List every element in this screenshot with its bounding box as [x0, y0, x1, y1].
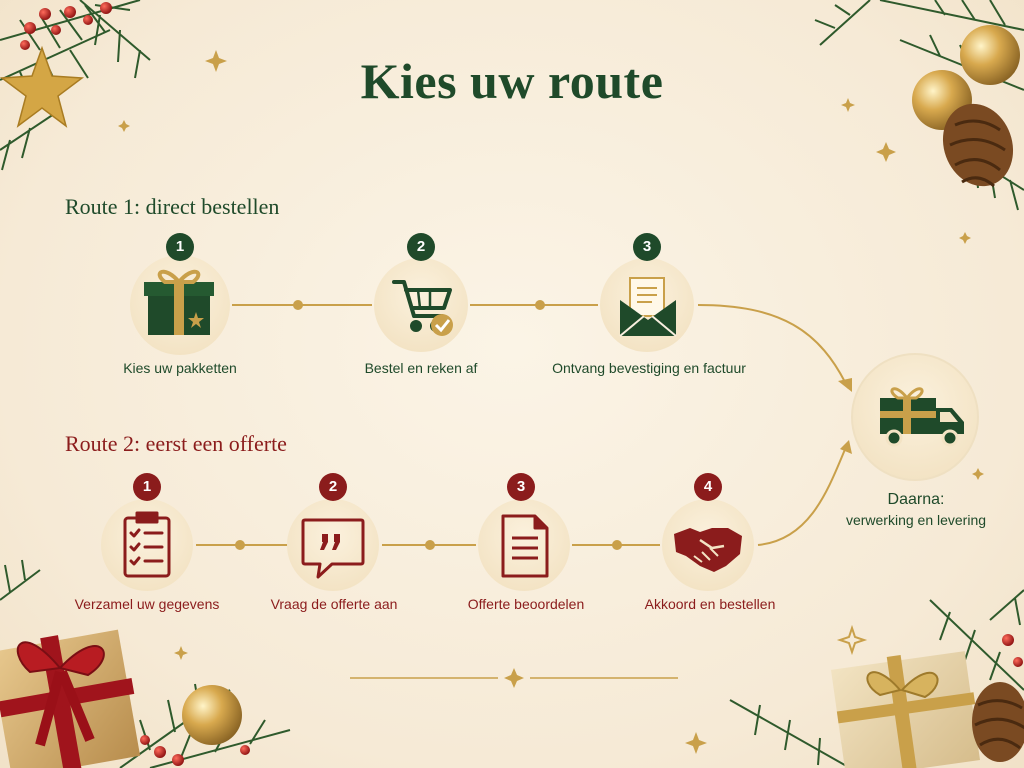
berries-top-left [20, 2, 112, 50]
connector-dot [235, 540, 245, 550]
route1-heading: Route 1: direct bestellen [65, 194, 280, 219]
shopping-cart-check-icon [392, 280, 452, 332]
route2-step2-circle [287, 499, 379, 591]
delivery-truck-gift-icon [880, 387, 964, 447]
speech-bubble-quote-icon [301, 518, 365, 579]
step-label: Kies uw pakketten [123, 360, 237, 376]
step-number-badge: 3 [633, 233, 661, 261]
connector-dot [535, 300, 545, 310]
gift-box-bottom-right [830, 651, 980, 768]
final-step-label: Daarna: verwerking en levering [846, 490, 986, 530]
step-label: Bestel en reken af [364, 360, 478, 376]
pine-branches-bottom-right [729, 589, 1024, 768]
connector-dot [612, 540, 622, 550]
clipboard-checklist-icon [123, 511, 171, 578]
route1-step1-circle [130, 255, 230, 355]
final-step-circle [851, 353, 979, 481]
step-label: Verzamel uw gegevens [74, 596, 220, 612]
step-label: Vraag de offerte aan [270, 596, 398, 612]
pinecone-bottom-right [972, 682, 1024, 762]
step-number-badge: 2 [319, 473, 347, 501]
step-number-badge: 3 [507, 473, 535, 501]
bottom-divider [350, 668, 678, 688]
envelope-document-icon [619, 277, 677, 337]
berries-bottom-left [140, 735, 250, 766]
step-number-badge: 1 [133, 473, 161, 501]
step-number-badge: 2 [407, 233, 435, 261]
route2-to-final-arrow [757, 446, 847, 546]
route2-step4-circle [662, 499, 754, 591]
gold-star-ornament [0, 45, 85, 128]
step-label: Ontvang bevestiging en factuur [552, 360, 746, 376]
connector-dot [293, 300, 303, 310]
route1-connectors [232, 304, 849, 389]
berries-bottom-right [1002, 634, 1023, 667]
step-number-badge: 4 [694, 473, 722, 501]
page-title: Kies uw route [360, 53, 664, 109]
route1-to-final-arrow [697, 304, 849, 389]
gold-bauble-bottom-left [182, 685, 242, 745]
gift-box-bottom-left [0, 629, 141, 768]
route2-heading: Route 2: eerst een offerte [65, 431, 287, 456]
step-number-badge: 1 [166, 233, 194, 261]
step-label: Akkoord en bestellen [644, 596, 776, 612]
arrowhead [838, 378, 852, 392]
document-icon [501, 514, 549, 578]
route2-step1-circle [101, 499, 193, 591]
route1-step2-circle [374, 258, 468, 352]
final-step-line2: verwerking en levering [845, 512, 987, 528]
step-label: Offerte beoordelen [467, 596, 585, 612]
route1-step3-circle [600, 258, 694, 352]
handshake-icon [674, 528, 742, 572]
arrowhead [840, 440, 852, 454]
final-step-line1: Daarna: [887, 491, 945, 508]
gift-box-icon [144, 269, 214, 335]
gold-bauble-top-right [960, 25, 1020, 85]
route2-step3-circle [478, 499, 570, 591]
connector-dot [425, 540, 435, 550]
sparkle-stars [118, 50, 984, 754]
pinecone-top-right [942, 103, 1014, 188]
